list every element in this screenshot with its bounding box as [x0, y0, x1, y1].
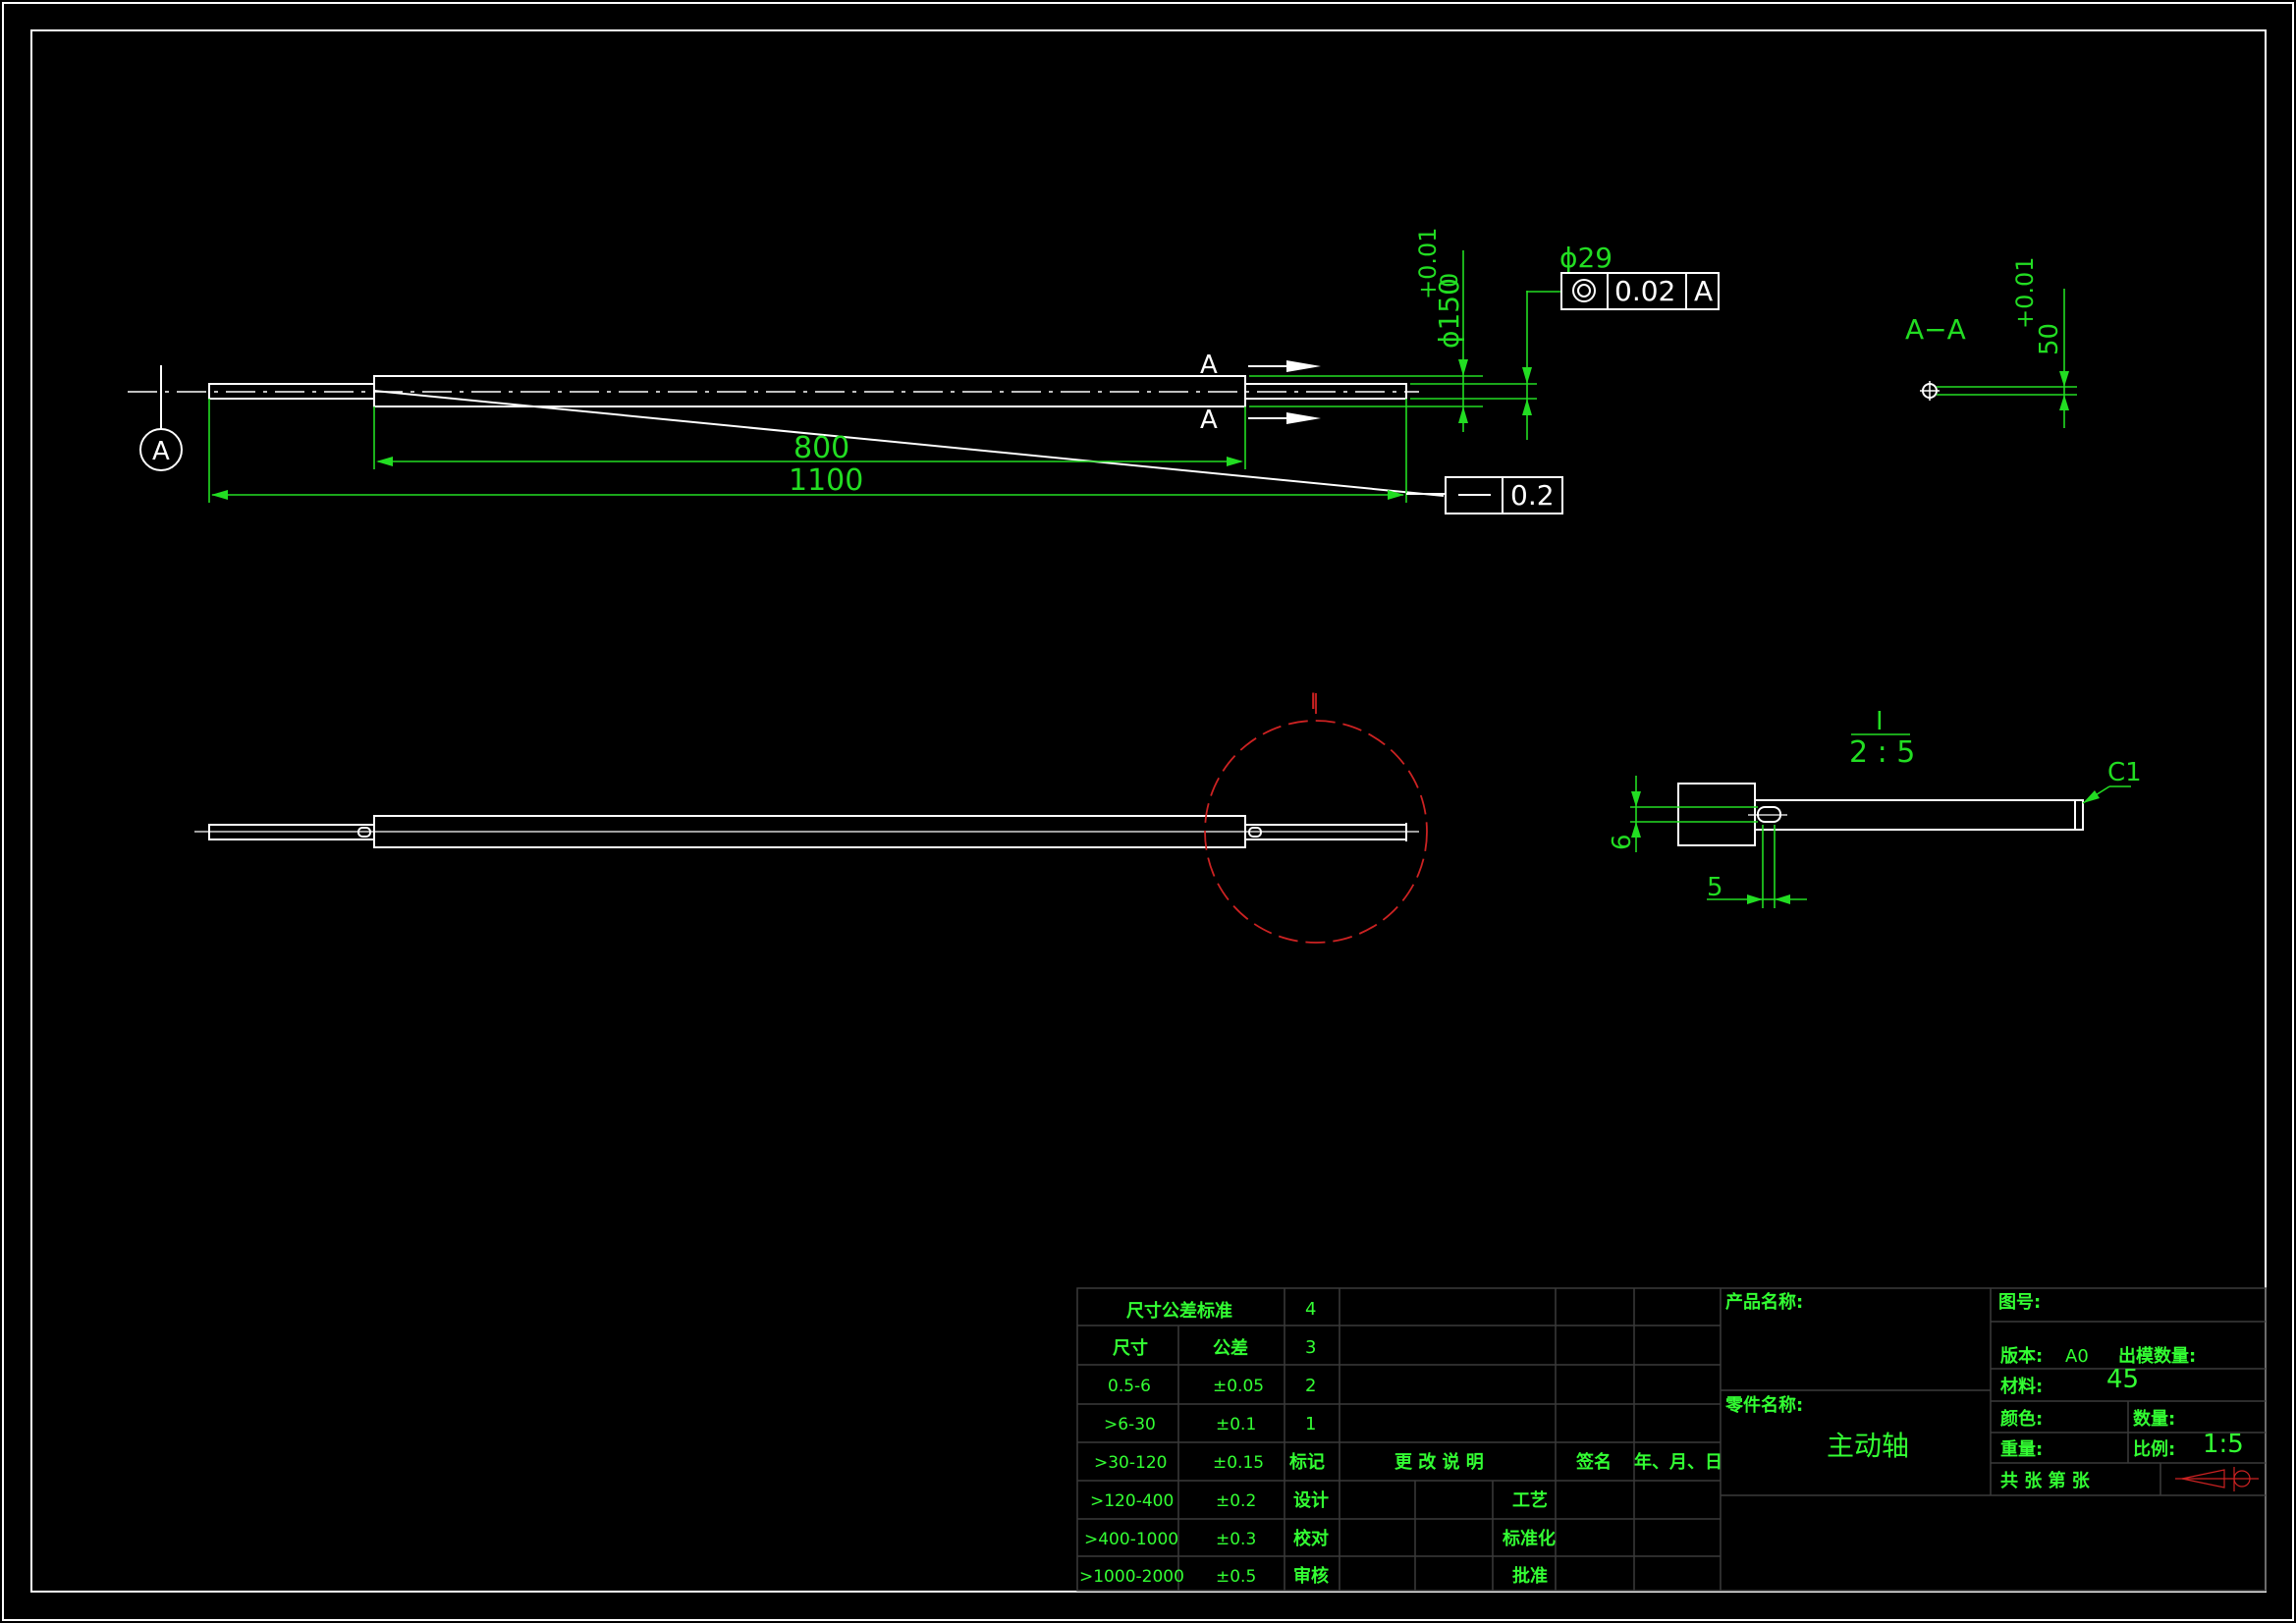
section-label-top: A: [1200, 351, 1218, 380]
material-label: 材料:: [2000, 1376, 2043, 1397]
dia-main-tol2: 0: [1436, 273, 1463, 288]
role-review: 审核: [1293, 1565, 1329, 1587]
role-design: 设计: [1293, 1489, 1329, 1511]
section-tol-upper: +0.01: [2011, 256, 2039, 329]
tol-size-4: >400-1000: [1084, 1530, 1178, 1549]
tol-val-2: ±0.15: [1213, 1453, 1264, 1473]
projection-symbol-icon: [2175, 1467, 2259, 1491]
tol-size-1: >6-30: [1104, 1415, 1156, 1434]
straightness-value: 0.2: [1510, 479, 1555, 512]
role-process: 工艺: [1512, 1489, 1548, 1511]
circle-label: I: [1310, 690, 1317, 715]
mold-qty-label: 出模数量:: [2118, 1345, 2196, 1367]
product-name-label: 产品名称:: [1725, 1291, 1803, 1313]
drawing-no-label: 图号:: [1998, 1292, 2041, 1313]
role-approve: 批准: [1512, 1565, 1548, 1587]
dim-800: 800: [793, 431, 849, 465]
section-dim: 50: [2035, 323, 2064, 355]
tol-size-3: >120-400: [1090, 1491, 1174, 1511]
rev-num-1: 1: [1305, 1414, 1316, 1434]
qty-label: 数量:: [2133, 1408, 2175, 1430]
tol-header-size: 尺寸: [1113, 1337, 1148, 1359]
part-name: 主动轴: [1827, 1430, 1909, 1462]
dia-end: ϕ29: [1559, 242, 1613, 274]
role-standard: 标准化: [1502, 1528, 1556, 1549]
section-view: A−A +0.01 50: [1905, 256, 2077, 428]
detail-scale: 2 : 5: [1849, 735, 1915, 770]
version: A0: [2065, 1346, 2089, 1367]
tol-val-3: ±0.2: [1216, 1491, 1256, 1511]
rev-num-2: 2: [1305, 1376, 1316, 1396]
detail-dim-6: 6: [1608, 834, 1637, 850]
concentricity-datum: A: [1694, 275, 1713, 307]
detail-label: I: [1876, 707, 1884, 736]
dim-1100: 1100: [789, 463, 863, 498]
rev-change-desc: 更 改 说 明: [1394, 1451, 1484, 1473]
rev-num-4: 4: [1305, 1299, 1316, 1320]
dia-main: ϕ150: [1433, 278, 1465, 349]
tol-size-0: 0.5-6: [1108, 1377, 1151, 1396]
section-title: A−A: [1905, 313, 1966, 346]
tol-size-2: >30-120: [1094, 1453, 1167, 1473]
rev-date: 年、月、日: [1634, 1451, 1722, 1473]
top-view: I: [194, 690, 1428, 944]
rev-sign: 签名: [1575, 1451, 1612, 1473]
weight-label: 重量:: [2000, 1438, 2043, 1460]
concentricity-icon: [1572, 279, 1596, 302]
version-label: 版本:: [2000, 1345, 2043, 1367]
tol-title: 尺寸公差标准: [1126, 1300, 1232, 1322]
section-label-bottom: A: [1200, 406, 1218, 435]
inner-frame: [30, 29, 2267, 1593]
part-name-label: 零件名称:: [1724, 1394, 1803, 1416]
datum-label: A: [152, 437, 170, 466]
rev-mark: 标记: [1288, 1451, 1325, 1473]
main-view: A A A 800 1100 ϕ150 +0.01 0: [128, 227, 1720, 514]
dia-main-tol: +0.01: [1414, 227, 1442, 299]
detail-chamfer: C1: [2107, 758, 2142, 787]
detail-view: I 2 : 5 6 5 C1: [1608, 707, 2142, 908]
scale: 1:5: [2203, 1430, 2244, 1459]
color-label: 颜色:: [2000, 1408, 2043, 1430]
material: 45: [2106, 1365, 2139, 1394]
tol-header-tol: 公差: [1213, 1337, 1248, 1359]
tol-val-0: ±0.05: [1213, 1377, 1264, 1396]
detail-dim-5: 5: [1707, 873, 1723, 902]
role-check: 校对: [1293, 1528, 1329, 1549]
tol-val-1: ±0.1: [1216, 1415, 1256, 1434]
tol-size-5: >1000-2000: [1079, 1567, 1184, 1587]
sheets-label: 共 张 第 张: [2000, 1470, 2091, 1491]
tol-val-4: ±0.3: [1216, 1530, 1256, 1549]
scale-label: 比例:: [2133, 1438, 2175, 1460]
tol-val-5: ±0.5: [1216, 1567, 1256, 1587]
concentricity-value: 0.02: [1614, 275, 1675, 307]
title-block: 尺寸公差标准 尺寸 公差 0.5-6 ±0.05 >6-30 ±0.1 >30-…: [1076, 1287, 2267, 1592]
rev-num-3: 3: [1305, 1337, 1316, 1358]
